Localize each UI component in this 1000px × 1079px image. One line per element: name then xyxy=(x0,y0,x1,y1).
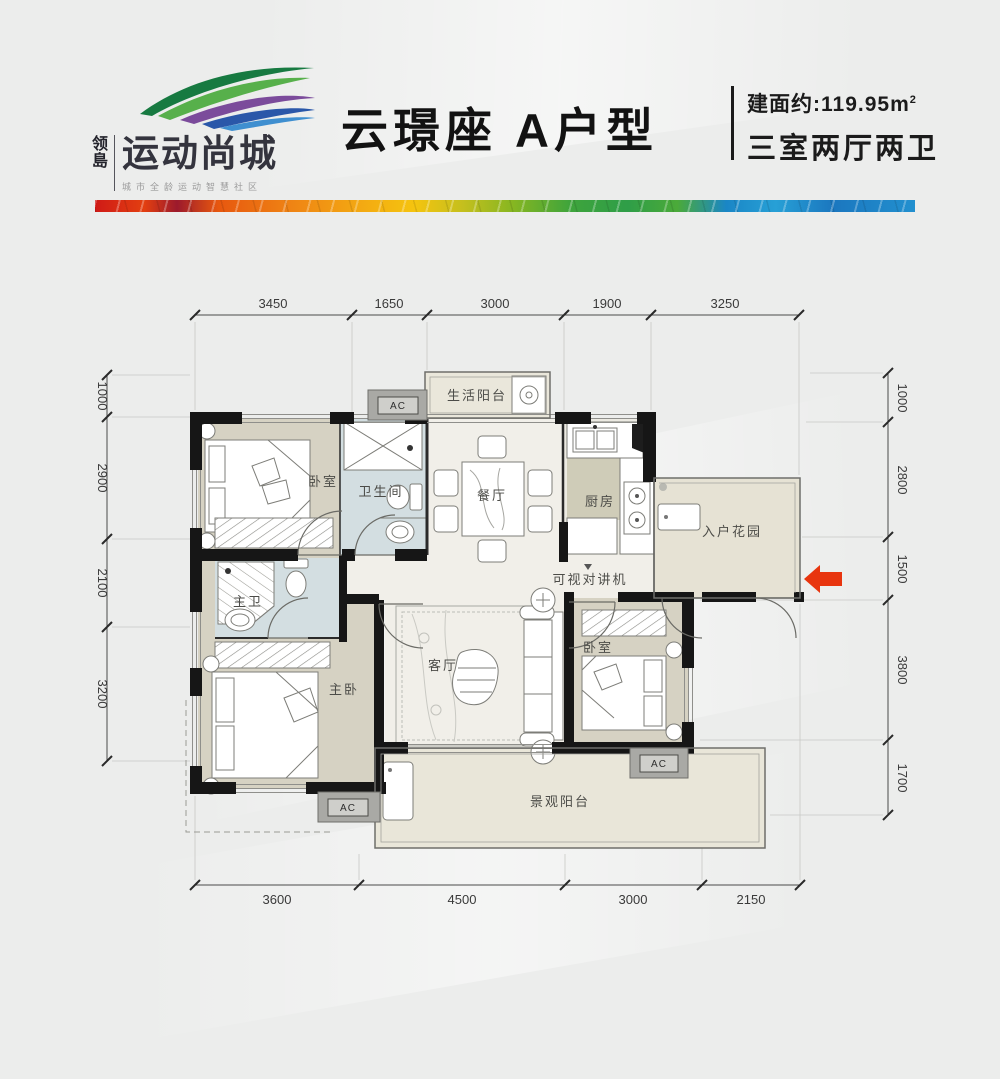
shower-icon xyxy=(217,561,275,625)
ac-label: AC xyxy=(390,401,406,412)
ac-label: AC xyxy=(340,803,356,814)
dim-left-3: 2100 xyxy=(95,569,110,598)
washing-machine-icon xyxy=(511,375,547,415)
coffee-table-icon xyxy=(452,649,499,706)
label-intercom: 可视对讲机 xyxy=(552,572,627,587)
dim-right-4: 3800 xyxy=(895,656,910,685)
garden-cabinet-icon xyxy=(657,483,701,531)
brand-divider xyxy=(114,135,116,191)
area-text: 建面约:119.95m2 xyxy=(747,93,917,116)
dim-bottom-4: 2150 xyxy=(737,892,766,907)
entry-garden-floor xyxy=(654,478,800,598)
toilet-icon xyxy=(386,483,423,511)
stove-icon xyxy=(623,481,651,535)
label-bedroom-top: 卧室 xyxy=(308,474,338,489)
bed-icon xyxy=(198,422,311,550)
label-life-balcony: 生活阳台 xyxy=(447,388,507,403)
view-balcony-floor xyxy=(375,748,765,848)
bed-icon xyxy=(202,655,319,795)
wardrobe-icon xyxy=(581,609,667,637)
sink-icon xyxy=(224,608,256,632)
dim-left-1: 1000 xyxy=(95,382,110,411)
kitchen-inner-floor xyxy=(567,458,620,520)
brand-name: 运动尚城 xyxy=(122,133,279,174)
ac-unit: AC xyxy=(629,747,689,779)
toilet-icon xyxy=(283,558,309,598)
ac-units: AC AC AC xyxy=(317,389,689,823)
rug xyxy=(395,605,549,747)
floorplan: 3450 1650 3000 1900 3250 3600 4500 3000 … xyxy=(95,296,910,907)
dim-top-4: 1900 xyxy=(593,296,622,311)
brand-vertical: 领 島 xyxy=(92,134,114,172)
dim-top-3: 3000 xyxy=(481,296,510,311)
ac-unit: AC xyxy=(367,389,428,421)
decorative-color-stripe xyxy=(95,200,915,212)
brand-vertical-char: 领 xyxy=(92,136,109,153)
dim-right-5: 1700 xyxy=(895,764,910,793)
dim-right-1: 1000 xyxy=(895,384,910,413)
wardrobe-icon xyxy=(214,641,331,669)
unit-info: 建面约:119.95m2 三室两厅两卫 xyxy=(747,88,939,167)
room-labels: 卧室 卫生间 餐厅 生活阳台 厨房 入户花园 可视对讲机 主卫 主卧 客厅 卧室… xyxy=(233,388,762,809)
entry-arrow-icon xyxy=(804,565,842,593)
dim-top-2: 1650 xyxy=(375,296,404,311)
label-bedroom-right: 卧室 xyxy=(583,640,613,655)
extension-lines xyxy=(112,322,883,880)
label-bathroom: 卫生间 xyxy=(358,484,403,499)
label-dining: 餐厅 xyxy=(477,488,507,503)
balcony-cabinet-icon xyxy=(382,761,414,821)
dim-bottom-3: 3000 xyxy=(619,892,648,907)
intercom-marker-icon xyxy=(584,564,592,570)
label-entry-garden: 入户花园 xyxy=(702,524,762,539)
dining-table-icon xyxy=(433,435,553,563)
ac-unit: AC xyxy=(317,791,381,823)
logo-waves-icon xyxy=(140,67,315,131)
partition-walls xyxy=(215,418,655,639)
developer-logo: 领 島 运动尚城 城市全龄运动智慧社区 xyxy=(92,58,317,193)
label-living: 客厅 xyxy=(428,658,458,673)
furniture xyxy=(198,375,701,821)
brand-slogan: 城市全龄运动智慧社区 xyxy=(122,182,263,192)
title-divider xyxy=(731,86,734,160)
label-master-bed: 主卧 xyxy=(329,682,359,697)
label-kitchen: 厨房 xyxy=(585,494,615,509)
dim-left-2: 2900 xyxy=(95,464,110,493)
dim-top-5: 3250 xyxy=(711,296,740,311)
dim-right-2: 2800 xyxy=(895,466,910,495)
dim-bottom-2: 4500 xyxy=(448,892,477,907)
doors xyxy=(267,510,797,649)
ac-label: AC xyxy=(651,759,667,770)
shower-icon xyxy=(343,421,423,471)
wardrobe-icon xyxy=(214,517,334,549)
windows xyxy=(192,414,693,793)
dim-top-1: 3450 xyxy=(259,296,288,311)
page-title: 云璟座 A户型 xyxy=(341,104,658,157)
dim-bottom-1: 3600 xyxy=(263,892,292,907)
dimension-lines: 3450 1650 3000 1900 3250 3600 4500 3000 … xyxy=(95,296,910,907)
label-view-balcony: 景观阳台 xyxy=(530,794,590,809)
dining-living-floor xyxy=(385,418,654,748)
sofa-icon xyxy=(519,587,564,765)
brand-vertical-char: 島 xyxy=(92,153,109,170)
bed-icon xyxy=(581,641,683,741)
kitchen-sink-icon xyxy=(572,425,618,453)
label-master-bath: 主卫 xyxy=(233,594,263,609)
room-spec-text: 三室两厅两卫 xyxy=(747,133,940,165)
stripe-facets xyxy=(95,200,915,212)
sink-icon xyxy=(380,517,427,544)
dim-left-4: 3200 xyxy=(95,680,110,709)
corridor-floor xyxy=(347,555,427,600)
dim-right-3: 1500 xyxy=(895,555,910,584)
